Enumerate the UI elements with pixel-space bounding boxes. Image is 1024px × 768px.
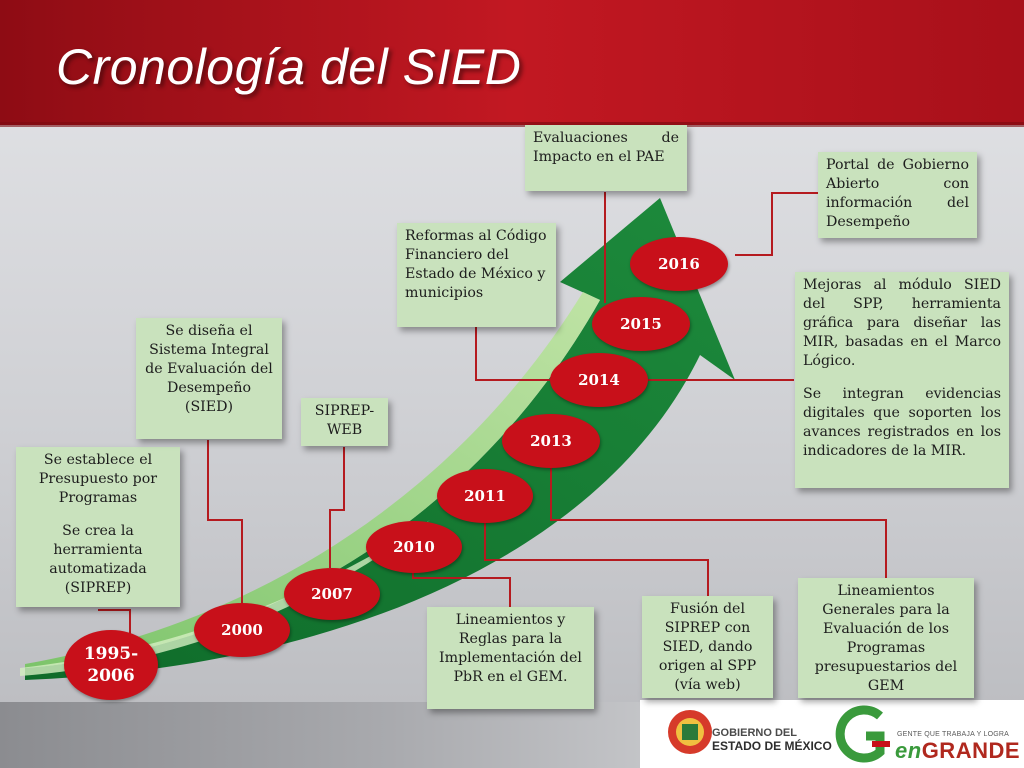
box-2000-text: Se diseña el Sistema Integral de Evaluac… — [145, 323, 273, 415]
gem-logo-text: GOBIERNO DEL ESTADO DE MÉXICO — [712, 727, 832, 753]
box-2014-text-2: Se integran evidencias digitales que sop… — [803, 386, 1001, 459]
box-2016: Portal de Gobierno Abierto con informaci… — [818, 152, 977, 238]
gem-logo-line-2: ESTADO DE MÉXICO — [712, 739, 832, 753]
box-2013-text: Lineamientos Generales para la Evaluació… — [814, 583, 958, 694]
box-2016-text: Portal de Gobierno Abierto con informaci… — [826, 157, 969, 230]
year-2014: 2014 — [550, 353, 648, 407]
year-2011: 2011 — [437, 469, 533, 523]
box-2010-text: Lineamientos y Reglas para la Implementa… — [439, 612, 582, 685]
engrande-tagline: GENTE QUE TRABAJA Y LOGRA — [897, 731, 1009, 738]
box-1995-text-1: Se establece el Presupuesto por Programa… — [38, 452, 158, 506]
box-2011-text: Fusión del SIPREP con SIED, dando origen… — [658, 601, 757, 693]
year-2015: 2015 — [592, 297, 690, 351]
year-2007: 2007 — [284, 568, 380, 620]
box-2007-text: SIPREP-WEB — [314, 403, 375, 438]
box-2015-text: Evaluaciones de Impacto en el PAE — [533, 130, 679, 165]
year-2000: 2000 — [194, 603, 290, 657]
box-1995: Se establece el Presupuesto por Programa… — [16, 447, 180, 607]
state-seal-logo — [668, 710, 712, 754]
page-title: Cronología del SIED — [56, 39, 522, 95]
footer-band — [0, 702, 650, 768]
engrande-logo — [835, 705, 890, 763]
box-2011: Fusión del SIPREP con SIED, dando origen… — [642, 596, 773, 698]
engrande-wordmark: enGRANDE — [895, 738, 1020, 764]
year-2013: 2013 — [502, 414, 600, 468]
box-2010: Lineamientos y Reglas para la Implementa… — [427, 607, 594, 709]
header-band — [0, 0, 1024, 125]
box-2014-reformas: Reformas al Código Financiero del Estado… — [397, 223, 556, 327]
box-1995-text-2: Se crea la herramienta automatizada (SIP… — [49, 523, 147, 596]
box-2014: Mejoras al módulo SIED del SPP, herramie… — [795, 272, 1009, 488]
year-2010: 2010 — [366, 521, 462, 573]
box-2014-reformas-text: Reformas al Código Financiero del Estado… — [405, 228, 547, 301]
connector-lines — [98, 192, 887, 640]
box-2013: Lineamientos Generales para la Evaluació… — [798, 578, 974, 698]
box-2014-text-1: Mejoras al módulo SIED del SPP, herramie… — [803, 277, 1001, 369]
box-2007: SIPREP-WEB — [301, 398, 388, 446]
year-1995-2006: 1995- 2006 — [64, 630, 158, 700]
engrande-en: en — [895, 738, 922, 763]
engrande-grande: GRANDE — [921, 738, 1021, 763]
box-2000: Se diseña el Sistema Integral de Evaluac… — [136, 318, 282, 439]
year-2016: 2016 — [630, 237, 728, 291]
box-2015: Evaluaciones de Impacto en el PAE — [525, 125, 687, 191]
gem-logo-line-1: GOBIERNO DEL — [712, 727, 797, 739]
